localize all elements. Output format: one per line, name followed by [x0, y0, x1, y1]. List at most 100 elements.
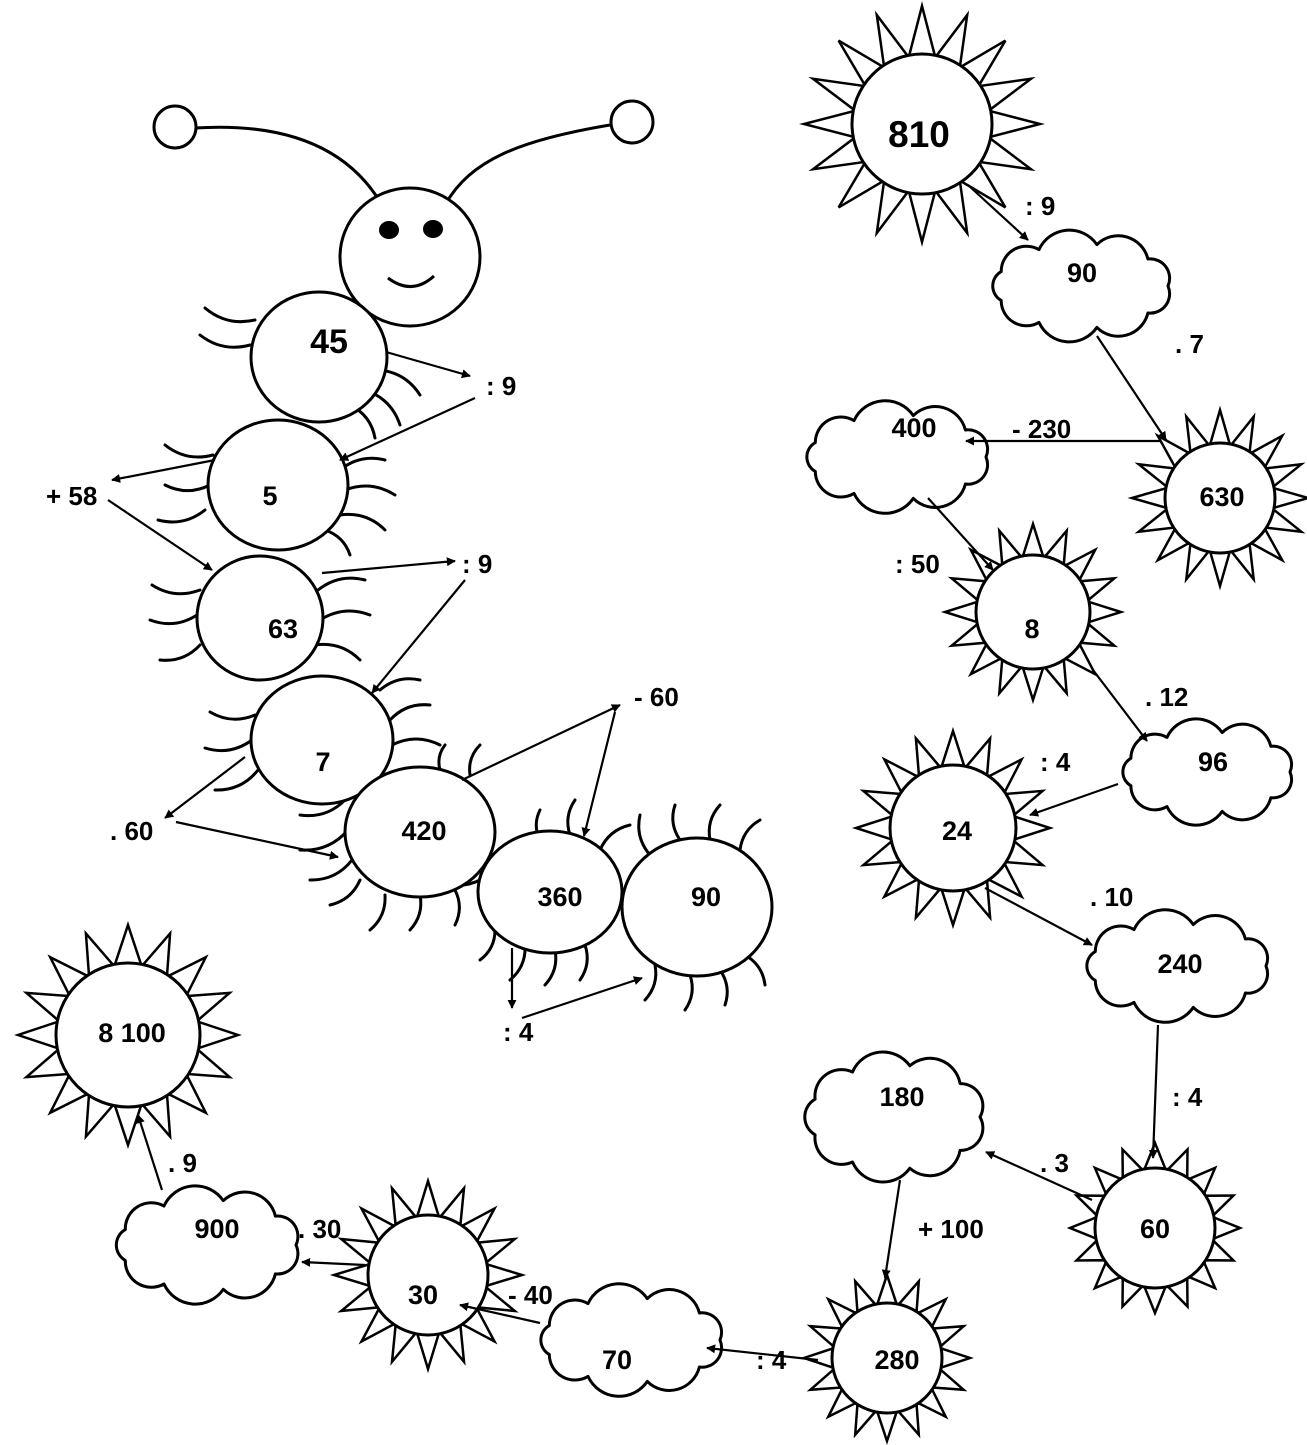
caterpillar-leg: [439, 745, 445, 770]
operation-label-900-8100: . 9: [168, 1148, 197, 1178]
caterpillar-leg: [205, 308, 255, 322]
left-eye: [379, 221, 399, 239]
segment-5-shape: [208, 420, 348, 550]
caterpillar-leg: [370, 895, 385, 930]
caterpillar-leg: [340, 514, 385, 530]
caterpillar-leg: [320, 611, 370, 620]
segment-90-value: 90: [691, 882, 721, 912]
caterpillar-leg: [639, 815, 650, 855]
operation-label-minus60: - 60: [634, 682, 679, 712]
arrow-24-to-240: [985, 888, 1092, 945]
segment-360-value: 360: [537, 882, 582, 912]
caterpillar-leg: [410, 895, 421, 930]
caterpillar-leg: [330, 880, 360, 905]
cloud-180-value: 180: [879, 1082, 924, 1112]
arrow-63-to-div9: [322, 561, 455, 573]
operation-label-24-240: . 10: [1090, 882, 1133, 912]
caterpillar-leg: [210, 712, 255, 719]
caterpillar-leg: [158, 510, 205, 522]
segment-45-value: 45: [310, 323, 348, 361]
cloud-400-value: 400: [891, 413, 936, 443]
sun-30-sun-shape: [334, 1181, 522, 1369]
caterpillar-leg: [392, 739, 440, 745]
caterpillar-leg: [318, 578, 365, 590]
caterpillar-leg: [205, 740, 252, 751]
sun-280-value: 280: [874, 1345, 919, 1375]
cloud-180-cloud-shape: [805, 1052, 983, 1182]
caterpillar-leg: [720, 970, 727, 1005]
caterpillar-leg: [310, 860, 352, 880]
cloud-900-cloud-shape: [116, 1186, 298, 1304]
arrow-45-to-div9: [386, 352, 470, 376]
caterpillar-leg: [165, 445, 213, 457]
sun-30-value: 30: [408, 1280, 438, 1310]
caterpillar-leg: [150, 615, 197, 624]
arrow-div9-to-7: [372, 580, 465, 693]
segment-63-value: 63: [268, 614, 298, 644]
arrow-div4-to-90: [522, 978, 642, 1018]
operation-label-630-400: - 230: [1012, 414, 1071, 444]
operation-label-60-180: . 3: [1040, 1148, 1069, 1178]
caterpillar-leg: [345, 486, 395, 495]
caterpillar-leg: [600, 825, 630, 850]
caterpillar-leg: [568, 800, 575, 835]
operation-label-div9-mid: : 9: [462, 549, 492, 579]
caterpillar-leg: [215, 770, 258, 790]
operation-label-div4: : 4: [503, 1017, 534, 1047]
operation-label-240-60: : 4: [1172, 1082, 1203, 1112]
caterpillar-leg: [325, 530, 350, 555]
cloud-70-value: 70: [602, 1345, 632, 1375]
arrow-30-to-900: [302, 1262, 365, 1265]
cloud-240-value: 240: [1157, 949, 1202, 979]
sun-8-value: 8: [1024, 614, 1039, 644]
segment-5-value: 5: [262, 481, 277, 511]
caterpillar-leg: [685, 975, 692, 1010]
cloud-900-value: 900: [194, 1214, 239, 1244]
caterpillar-leg: [390, 705, 430, 720]
caterpillar-leg: [380, 679, 420, 690]
arrow-180-to-280: [885, 1180, 900, 1278]
caterpillar-leg: [200, 335, 250, 347]
operation-label-70-30: - 40: [508, 1280, 553, 1310]
caterpillar-leg: [152, 585, 200, 594]
caterpillar-leg: [480, 930, 495, 960]
sun-630-value: 630: [1199, 482, 1244, 512]
sun-24-value: 24: [942, 816, 972, 846]
caterpillar-leg: [580, 945, 587, 980]
sun-810-value: 810: [888, 114, 950, 155]
cloud-90-value: 90: [1067, 258, 1097, 288]
caterpillar-leg: [545, 950, 556, 985]
operation-label-30-900: . 30: [298, 1214, 341, 1244]
caterpillar-leg: [315, 644, 360, 660]
caterpillar: 45 5 63 7 420 360 90 : 9 + 58 : 9 - 60 .…: [46, 101, 772, 1047]
caterpillar-leg: [709, 805, 720, 840]
segment-420-value: 420: [401, 816, 446, 846]
arrow-96-to-24: [1030, 784, 1118, 815]
caterpillar-leg: [165, 485, 210, 491]
segment-7-value: 7: [315, 747, 330, 777]
caterpillar-leg: [673, 805, 680, 840]
operation-label-div9-top: : 9: [486, 371, 516, 401]
operation-label-8-96: . 12: [1145, 682, 1188, 712]
right-eye: [423, 220, 443, 238]
operation-label-180-280: + 100: [918, 1214, 984, 1244]
segment-63-shape: [197, 556, 323, 680]
operation-label-810-90: : 9: [1025, 191, 1055, 221]
caterpillar-leg: [160, 645, 200, 660]
arrow-5-to-plus58: [112, 460, 215, 480]
arrow-90-to-630: [1097, 336, 1166, 440]
arrow-plus58-to-63: [108, 500, 212, 570]
operation-label-plus58: + 58: [46, 481, 97, 511]
arrow-240-to-60: [1153, 1025, 1158, 1158]
operation-label-400-8: : 50: [895, 549, 940, 579]
arrow-8-to-96: [1093, 670, 1147, 741]
arrow-60-to-180: [986, 1152, 1092, 1200]
caterpillar-leg: [645, 965, 656, 1000]
arrow-420-to-minus60: [462, 705, 620, 780]
sun-60-value: 60: [1140, 1214, 1170, 1244]
sun-8100-value: 8 100: [98, 1018, 166, 1048]
arrow-mul60-to-420: [176, 822, 338, 857]
caterpillar-leg: [470, 745, 480, 775]
cloud-70-cloud-shape: [541, 1284, 722, 1397]
